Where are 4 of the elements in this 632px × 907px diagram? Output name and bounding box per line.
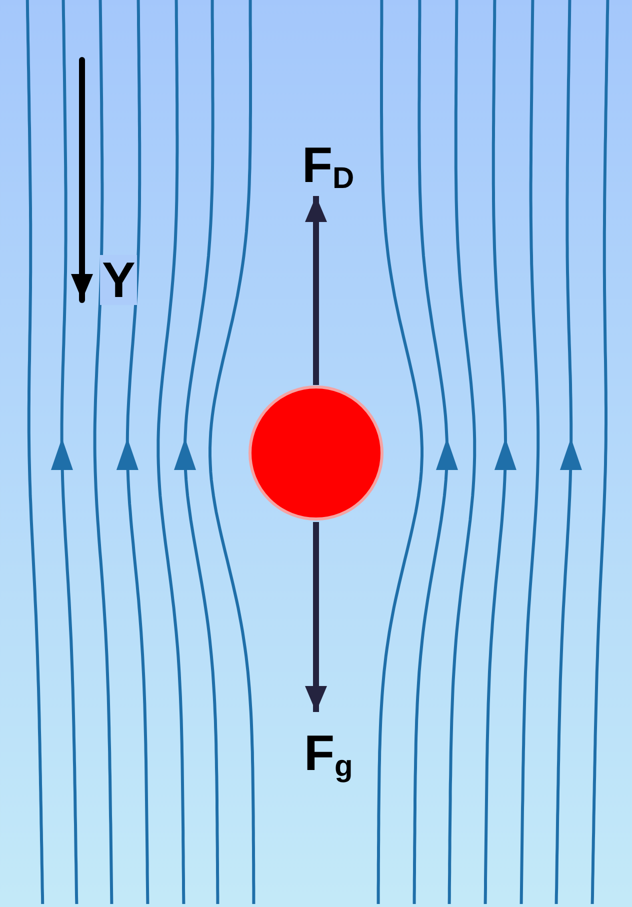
sphere <box>248 386 384 520</box>
force-label: F$_{g}$ <box>304 728 353 782</box>
axis-label: Y <box>100 255 138 305</box>
force-label: F$_{D}$ <box>302 140 354 194</box>
